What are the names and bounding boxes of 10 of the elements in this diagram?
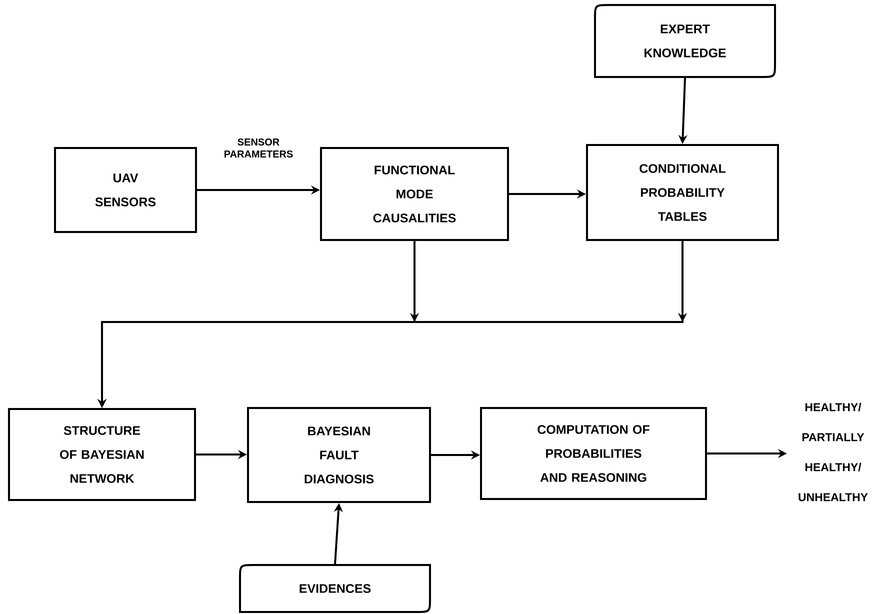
document-box: EXPERT KNOWLEDGE: [594, 4, 776, 78]
process-box: BAYESIAN FAULT DIAGNOSIS: [247, 407, 431, 503]
edge-label: SENSOR PARAMETERS: [224, 138, 293, 158]
process-box: UAV SENSORS: [54, 147, 197, 233]
process-box: COMPUTATION OF PROBABILITIES AND REASONING: [480, 407, 707, 500]
process-box: CONDITIONAL PROBABILITY TABLES: [586, 144, 779, 241]
process-box: FUNCTIONAL MODE CAUSALITIES: [320, 147, 509, 241]
document-box: EVIDENCES: [239, 564, 431, 613]
outcome-text: HEALTHY/ PARTIALLY HEALTHY/ UNHEALTHY: [798, 402, 868, 502]
process-box: STRUCTURE OF BAYESIAN NETWORK: [8, 408, 196, 501]
